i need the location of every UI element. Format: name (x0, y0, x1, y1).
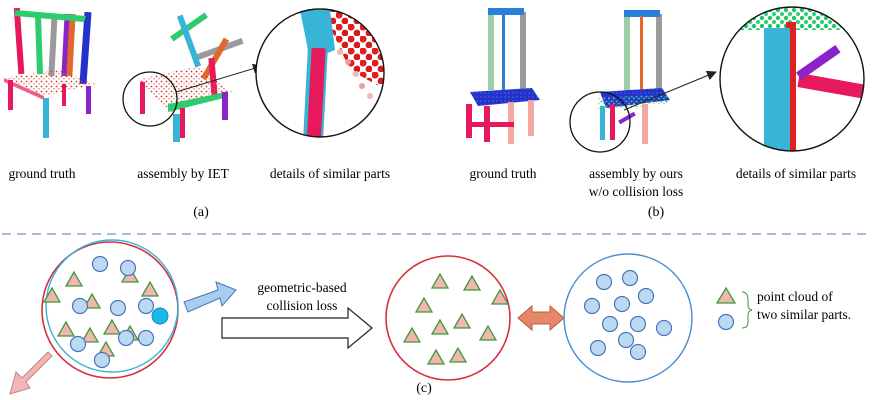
legend-triangle (715, 286, 737, 304)
point-triangle (462, 274, 482, 291)
blue-arrow (183, 281, 237, 313)
caption-a-assembly: assembly by IET (137, 166, 229, 181)
panel-c: geometric-based collision loss point clo… (9, 239, 851, 396)
point-circle (71, 297, 89, 315)
caption-b-details: details of similar parts (736, 166, 856, 181)
point-triangle (414, 296, 434, 313)
point-triangle (82, 292, 102, 309)
separated-part-blue (563, 253, 693, 383)
chair-ground-truth-b (466, 8, 540, 144)
chair-assembly-iet (136, 12, 244, 142)
detail-zoom-a (255, 8, 385, 138)
point-triangle (140, 280, 160, 297)
legend-text-line2: two similar parts. (757, 307, 851, 322)
point-circle (137, 329, 155, 347)
point-circle (589, 339, 607, 357)
point-circle (137, 297, 155, 315)
point-triangle (64, 270, 84, 287)
point-triangle (402, 326, 422, 343)
label-b: (b) (648, 205, 665, 220)
point-triangle (56, 320, 76, 337)
point-circle (637, 287, 655, 305)
zoom-arrow-b (623, 70, 717, 111)
zoom-circle-a (122, 71, 178, 127)
point-circle (613, 295, 631, 313)
point-circle (69, 335, 87, 353)
point-circle (117, 329, 135, 347)
point-triangle (452, 312, 472, 329)
point-circle (109, 299, 127, 317)
point-triangle (430, 318, 450, 335)
arrow-text-line2: collision loss (267, 298, 338, 313)
double-arrow (517, 304, 565, 332)
point-triangle (490, 288, 510, 305)
separated-part-red (385, 255, 511, 381)
point-triangle (448, 346, 468, 363)
point-circle (617, 331, 635, 349)
point-triangle (102, 318, 122, 335)
point-triangle (80, 326, 100, 343)
chair-ground-truth-a (4, 7, 96, 138)
point-triangle (430, 272, 450, 289)
caption-b-assembly-line1: assembly by ours (589, 166, 683, 181)
point-circle (93, 351, 111, 369)
arrow-text-line1: geometric-based (257, 280, 346, 295)
chair-assembly-ours (598, 10, 670, 144)
point-circle (91, 255, 109, 273)
legend-text-line1: point cloud of (757, 289, 833, 304)
point-circle (119, 259, 137, 277)
caption-a-ground-truth: ground truth (8, 166, 75, 181)
label-a: (a) (193, 205, 209, 220)
legend-circle (717, 313, 735, 331)
point-circle (629, 343, 647, 361)
point-triangle (478, 324, 498, 341)
point-circle (621, 269, 639, 287)
overlap-circles (41, 239, 179, 379)
point-circle (629, 315, 647, 333)
pink-arrow (9, 351, 53, 395)
point-circle (601, 315, 619, 333)
panel-a: ground truth assembly by IET details of … (4, 7, 390, 220)
point-triangle (42, 286, 62, 303)
detail-zoom-b (719, 6, 865, 152)
hollow-arrow (221, 306, 373, 350)
zoom-arrow-a (175, 63, 263, 93)
zoom-circle-b (569, 91, 631, 153)
caption-b-ground-truth: ground truth (469, 166, 536, 181)
caption-b-assembly-line2: w/o collision loss (589, 184, 684, 199)
point-circle (655, 319, 673, 337)
point-circle (595, 273, 613, 291)
legend: point cloud of two similar parts. (715, 286, 851, 331)
caption-a-details: details of similar parts (270, 166, 390, 181)
point-triangle (426, 348, 446, 365)
point-circle (583, 297, 601, 315)
panel-b: ground truth assembly by ours w/o collis… (466, 6, 865, 220)
legend-bracket (741, 291, 753, 329)
label-c: (c) (416, 381, 432, 396)
